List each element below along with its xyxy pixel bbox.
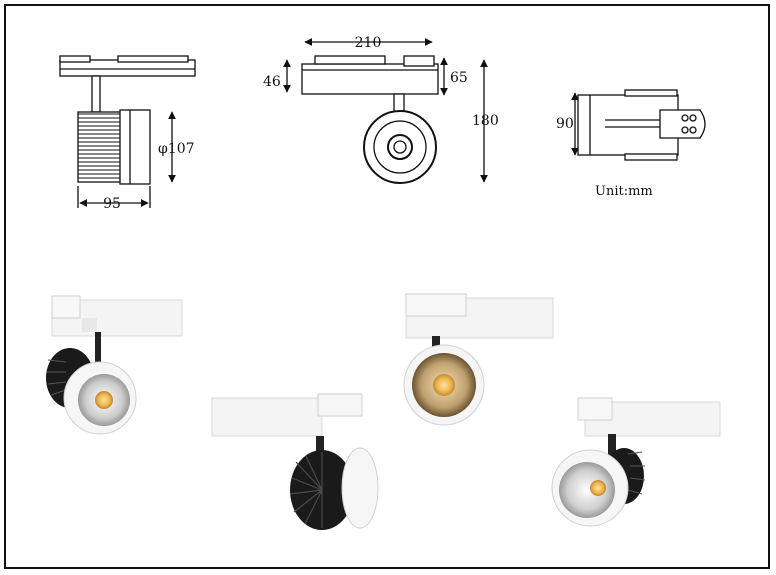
front-length-label: 210: [355, 35, 382, 51]
top-view: [571, 89, 706, 161]
unit-label: Unit:mm: [595, 184, 653, 199]
front-rail-height-label: 46: [263, 74, 281, 90]
front-body-height-label: 65: [450, 70, 468, 86]
side-width-label: 95: [103, 196, 121, 212]
front-total-height-label: 180: [472, 113, 499, 129]
product-photo-side: [211, 393, 379, 530]
product-photo-angled-left: [46, 295, 183, 435]
side-view: [59, 55, 196, 208]
product-photo-front: [403, 293, 554, 426]
top-width-label: 90: [556, 116, 574, 132]
side-diameter-label: φ107: [158, 141, 195, 157]
front-view: [283, 38, 488, 184]
product-photo-angled-right: [551, 397, 721, 527]
